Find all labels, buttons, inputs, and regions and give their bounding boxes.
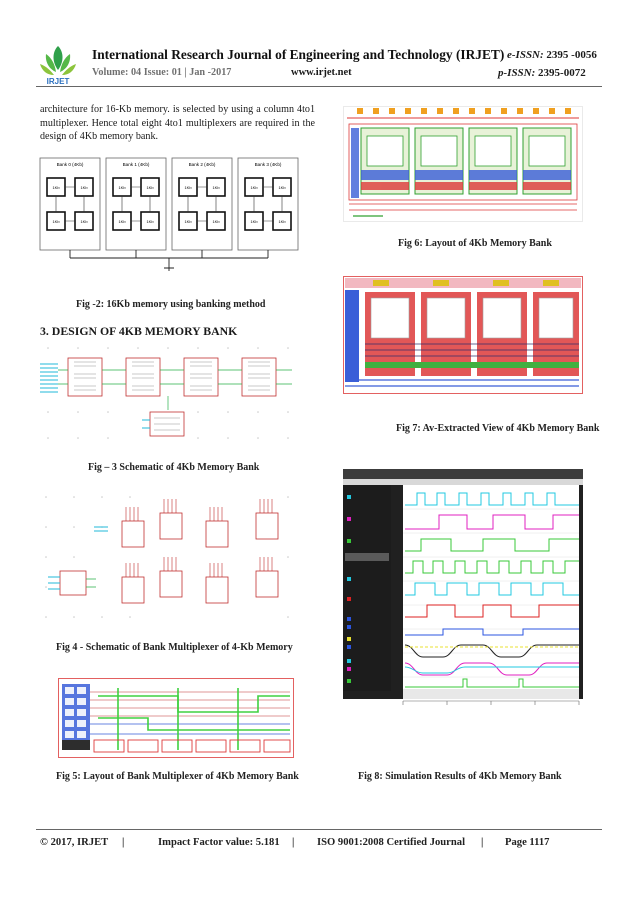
fig4-mux-bottom-row: [121, 557, 279, 604]
fig2-cell-label: 1Kb: [52, 219, 60, 224]
fig8-wave-4: [405, 560, 579, 574]
fig4-mux-top-row: [121, 499, 279, 548]
fig8-wave-2: [405, 514, 579, 530]
footer-separator: |: [122, 837, 125, 848]
fig5-caption: Fig 5: Layout of Bank Multiplexer of 4Kb…: [56, 771, 299, 782]
fig2-bank-label: Bank 3 (4Kb): [255, 162, 282, 167]
fig2-bank-1: Bank 1 (4Kb) 1Kb 1Kb 1Kb 1Kb: [105, 157, 167, 251]
footer-separator: |: [292, 837, 295, 848]
section-heading: 3. DESIGN OF 4KB MEMORY BANK: [40, 324, 238, 338]
fig2-bank-3: Bank 3 (4Kb) 1Kb 1Kb 1Kb 1Kb: [237, 157, 299, 251]
fig8-wave-10: [404, 662, 579, 676]
fig8-signal-swatches: [345, 495, 389, 683]
pissn: p-ISSN: 2395-0072: [498, 67, 586, 79]
fig2-cell-label: 1Kb: [118, 219, 126, 224]
journal-title: International Research Journal of Engine…: [92, 47, 505, 62]
fig6-memory-bank-layout: [343, 106, 583, 222]
fig3-caption: Fig – 3 Schematic of 4Kb Memory Bank: [88, 462, 260, 473]
eissn-value: 2395 -0056: [546, 49, 597, 61]
fig2-cell-label: 1Kb: [250, 219, 258, 224]
fig8-wave-7: [405, 628, 579, 636]
fig3-schematic: [38, 340, 300, 446]
fig8-wave-6: [405, 604, 579, 618]
fig8-wave-3: [405, 538, 579, 552]
fig2-caption: Fig -2: 16Kb memory using banking method: [76, 299, 266, 310]
fig6-top-pads: [357, 108, 571, 114]
fig2-cell-label: 1Kb: [146, 185, 154, 190]
fig2-bank-0: Bank 0 (4Kb) 1Kb 1Kb 1Kb 1Kb: [39, 157, 101, 251]
fig8-wave-clk: [405, 492, 579, 506]
fig6-caption: Fig 6: Layout of 4Kb Memory Bank: [398, 238, 552, 249]
fig2-cell-label: 1Kb: [52, 185, 60, 190]
fig7-caption: Fig 7: Av-Extracted View of 4Kb Memory B…: [396, 423, 600, 434]
fig2-cell-label: 1Kb: [80, 219, 88, 224]
fig4-caption: Fig 4 - Schematic of Bank Multiplexer of…: [56, 642, 293, 653]
fig4-grid-dots: [45, 496, 289, 618]
fig2-cell-label: 1Kb: [184, 185, 192, 190]
irjet-logo-icon: IRJET: [40, 46, 76, 86]
footer-impact-factor: Impact Factor value: 5.181: [158, 837, 280, 848]
footer-copyright: © 2017, IRJET: [40, 837, 109, 848]
fig4-bank-mux-schematic: [38, 487, 300, 632]
fig2-bank-2: Bank 2 (4Kb) 1Kb 1Kb 1Kb 1Kb: [171, 157, 233, 251]
fig2-banking-diagram: Bank 0 (4Kb) 1Kb 1Kb 1Kb 1Kb Bank 1 (4Kb…: [39, 157, 299, 271]
fig2-cell-label: 1Kb: [184, 219, 192, 224]
fig8-wave-11: [404, 666, 579, 674]
fig8-wave-5: [405, 582, 579, 596]
footer-separator: |: [481, 837, 484, 848]
fig2-cell-label: 1Kb: [146, 219, 154, 224]
fig2-cell-label: 1Kb: [278, 219, 286, 224]
footer-iso: ISO 9001:2008 Certified Journal: [317, 837, 466, 848]
fig2-cell-label: 1Kb: [250, 185, 258, 190]
footer-rule: [36, 829, 602, 830]
fig8-caption: Fig 8: Simulation Results of 4Kb Memory …: [358, 771, 562, 782]
pissn-label: p-ISSN:: [498, 67, 536, 79]
fig3-grid-dots: [47, 347, 289, 439]
volume-line: Volume: 04 Issue: 01 | Jan -2017: [92, 67, 232, 78]
fig2-bank-label: Bank 1 (4Kb): [123, 162, 150, 167]
eissn-label: e-ISSN:: [507, 49, 544, 61]
fig2-bank-label: Bank 0 (4Kb): [57, 162, 84, 167]
fig2-cell-label: 1Kb: [212, 185, 220, 190]
fig8-wave-8: [404, 644, 579, 658]
footer-page-number: Page 1117: [505, 837, 550, 848]
pissn-value: 2395-0072: [538, 67, 586, 79]
eissn: e-ISSN: 2395 -0056: [507, 49, 597, 61]
fig2-bank-label: Bank 2 (4Kb): [189, 162, 216, 167]
fig2-cell-label: 1Kb: [118, 185, 126, 190]
fig2-cell-label: 1Kb: [278, 185, 286, 190]
fig7-extracted-view: [343, 276, 583, 394]
fig5-mux-layout: [58, 678, 294, 758]
fig2-cell-label: 1Kb: [80, 185, 88, 190]
fig8-wave-12: [405, 678, 579, 688]
fig8-simulation-waveforms: [343, 469, 583, 715]
header-rule: [36, 86, 602, 87]
logo-text: IRJET: [47, 77, 70, 86]
intro-paragraph: architecture for 16-Kb memory. is select…: [40, 104, 315, 143]
fig2-cell-label: 1Kb: [212, 219, 220, 224]
website-link[interactable]: www.irjet.net: [291, 67, 352, 78]
